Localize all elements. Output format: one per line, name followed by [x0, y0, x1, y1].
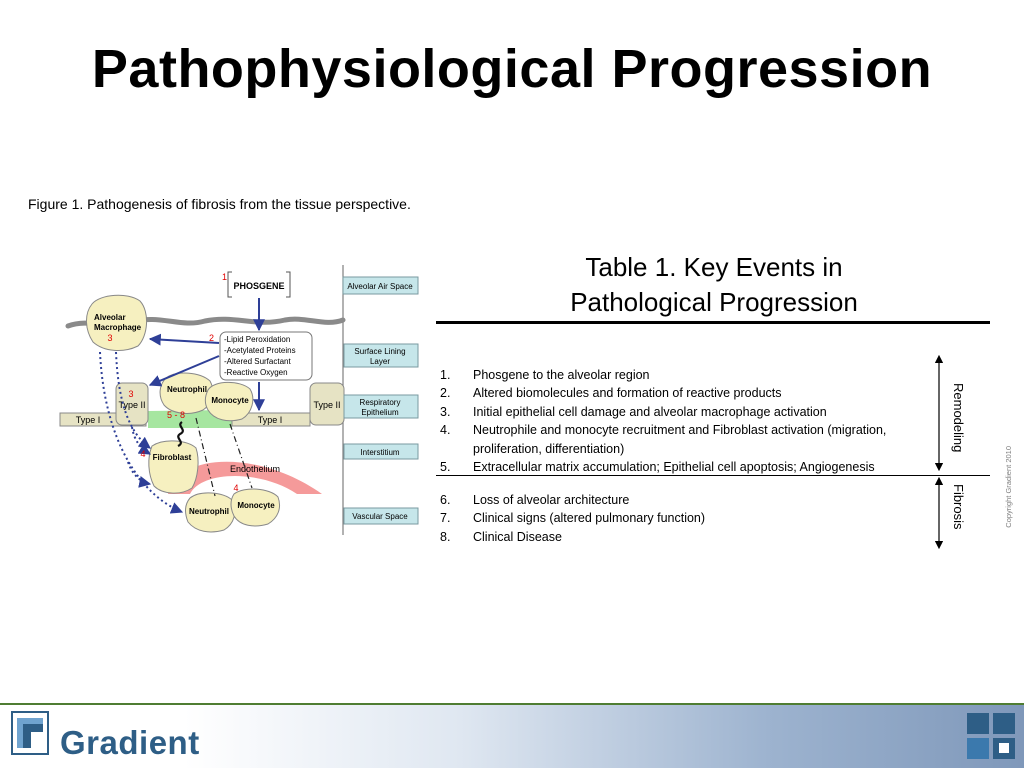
type-i-label-right: Type I: [258, 415, 283, 425]
fibroblast-cell: [148, 440, 199, 494]
reactive-products-box: [219, 331, 313, 381]
event-text: Extracellular matrix accumulation; Epith…: [473, 460, 875, 475]
layer-label-interstitium: Interstitium: [360, 448, 399, 457]
event-item: 6. Loss of alveolar architecture: [440, 491, 940, 509]
event-number: 5.: [440, 460, 451, 475]
layer-label-surface-lining-1: Surface Lining: [354, 347, 405, 356]
layer-label-vascular-space: Vascular Space: [352, 512, 408, 521]
event-number: 6.: [440, 493, 451, 507]
phosgene-bracket: [227, 271, 291, 298]
event-item: 2. Altered biomolecules and formation of …: [440, 384, 940, 402]
table-title-line-2: Pathological Progression: [570, 287, 858, 317]
migration-line-monocyte: [229, 423, 253, 489]
event-number: 8.: [440, 529, 451, 544]
neutrophil-cell-bottom: [185, 492, 236, 533]
dotted-arrow-macrophage-to-fibroblast: [115, 351, 151, 449]
layer-box-respiratory-epithelium: [343, 394, 419, 419]
layer-label-respiratory-epithelium-1: Respiratory: [360, 398, 401, 407]
event-number: 4.: [440, 423, 451, 438]
endothelium-label: Endothelium: [230, 464, 280, 474]
layer-label-air-space: Alveolar Air Space: [347, 282, 413, 291]
layer-label-respiratory-epithelium-2: Epithelium: [361, 408, 399, 417]
dotted-arrow-type-ii-to-fibroblast: [131, 426, 152, 455]
event-item: 3. Initial epithelial cell damage and alv…: [440, 403, 940, 421]
remodeling-group-label: Remodeling: [951, 383, 966, 453]
alveolar-macrophage-label-1: Alveolar: [94, 313, 126, 322]
step-marker-3a: 3: [107, 333, 112, 343]
event-text: Clinical Disease: [473, 529, 562, 544]
table-divider-rule: [436, 475, 990, 476]
product-line-3: -Altered Surfactant: [224, 357, 291, 366]
neutrophil-label-bottom: Neutrophil: [189, 507, 229, 516]
alveolar-macrophage-label-2: Macrophage: [94, 323, 142, 332]
fibroblast-label: Fibroblast: [153, 453, 192, 462]
event-item: 4. Neutrophile and monocyte recruitment a…: [440, 421, 940, 458]
event-number: 2.: [440, 386, 451, 401]
product-line-1: -Lipid Peroxidation: [224, 335, 290, 344]
table-title-line-1: Table 1. Key Events in: [585, 252, 843, 282]
dotted-arrow-macrophage-to-neutrophil: [99, 351, 184, 514]
product-line-4: -Reactive Oxygen: [224, 368, 288, 377]
event-text: Loss of alveolar architecture: [473, 493, 630, 507]
table-top-rule: [436, 321, 990, 324]
step-marker-5-8: 5 - 8: [167, 410, 185, 420]
step-marker-4b: 4: [233, 483, 238, 493]
arrow-products-to-type-ii: [148, 355, 220, 387]
squiggle-mark: [177, 421, 184, 447]
event-item: 7. Clinical signs (altered pulmonary func…: [440, 509, 940, 527]
fibrosis-group-label: Fibrosis: [951, 484, 966, 530]
group-range-arrows: [934, 355, 944, 550]
copyright-notice: Copyright Gradient 2010: [1004, 446, 1013, 528]
event-text: Altered biomolecules and formation of re…: [473, 386, 782, 401]
neutrophil-cell-top: [159, 372, 214, 414]
event-text: Neutrophile and monocyte recruitment and…: [473, 423, 887, 456]
event-item: 1. Phosgene to the alveolar region: [440, 366, 940, 384]
event-number: 7.: [440, 511, 451, 526]
alveolar-macrophage-cell: [86, 294, 147, 351]
table-title: Table 1. Key Events in Pathological Prog…: [438, 250, 990, 320]
step-marker-4a: 4: [140, 449, 145, 459]
event-number: 3.: [440, 404, 451, 419]
figure-caption: Figure 1. Pathogenesis of fibrosis from …: [28, 196, 411, 212]
event-text: Initial epithelial cell damage and alveo…: [473, 404, 827, 419]
layer-box-interstitium: [343, 443, 419, 460]
event-text: Phosgene to the alveolar region: [473, 368, 650, 382]
gradient-logo-icon: [11, 711, 49, 755]
fibrosis-events-list: 6. Loss of alveolar architecture 7. Clinic…: [440, 491, 940, 546]
monocyte-label-top: Monocyte: [211, 396, 249, 405]
type-ii-label-right: Type II: [313, 400, 340, 410]
step-marker-3b: 3: [128, 389, 133, 399]
dotted-arrow-fibroblast-endothelium: [127, 461, 152, 488]
pathogenesis-diagram: Type I Type I 3 Type II Type II Endothel…: [59, 265, 419, 535]
event-text: Clinical signs (altered pulmonary functi…: [473, 511, 706, 526]
event-item: 5. Extracellular matrix accumulation; Epi…: [440, 458, 940, 476]
layer-box-vascular-space: [343, 507, 419, 525]
layer-box-surface-lining: [343, 343, 419, 368]
grid-logo-icon: [967, 713, 1015, 759]
monocyte-cell-top: [204, 381, 254, 422]
event-number: 1.: [440, 368, 451, 382]
type-ii-label-left: Type II: [118, 400, 145, 410]
monocyte-label-bottom: Monocyte: [237, 501, 275, 510]
footer-band: [0, 705, 1024, 768]
footer-rule: [0, 703, 1024, 705]
step-marker-1: 1: [222, 272, 227, 282]
event-item: 8. Clinical Disease: [440, 528, 940, 546]
product-line-2: -Acetylated Proteins: [224, 346, 296, 355]
type-i-label-left: Type I: [76, 415, 101, 425]
layer-box-air-space: [342, 276, 419, 295]
endothelium-arc: [168, 461, 322, 494]
slide-title: Pathophysiological Progression: [91, 39, 933, 99]
neutrophil-label-top: Neutrophil: [167, 385, 207, 394]
arrow-products-to-macrophage: [148, 333, 220, 346]
monocyte-cell-bottom: [230, 488, 281, 527]
step-marker-2: 2: [209, 333, 214, 343]
phosgene-label: PHOSGENE: [233, 281, 284, 291]
remodeling-events-list: 1. Phosgene to the alveolar region 2. Alte…: [440, 366, 940, 476]
layer-label-surface-lining-2: Layer: [370, 357, 390, 366]
brand-wordmark: Gradient: [60, 724, 200, 761]
migration-line-neutrophil: [195, 417, 216, 497]
